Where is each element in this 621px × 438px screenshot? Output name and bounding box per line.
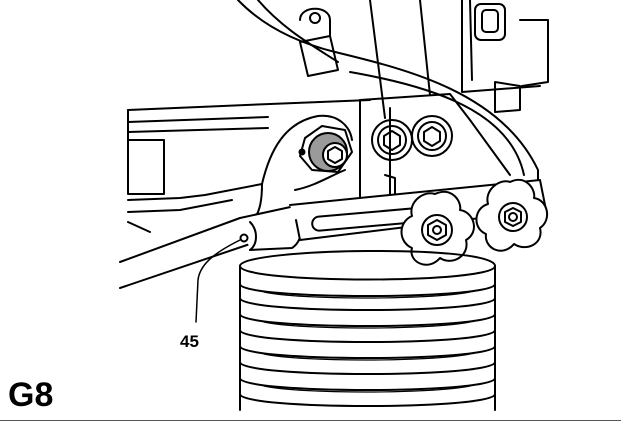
torsion-spring xyxy=(239,250,496,411)
bottom-rule xyxy=(0,420,621,421)
cable xyxy=(237,0,539,186)
callout-leader-45 xyxy=(195,239,241,323)
plate-bolt-right xyxy=(411,115,453,157)
wrench xyxy=(119,114,353,289)
star-knob-right xyxy=(475,179,549,252)
figure-id: G8 xyxy=(8,376,54,414)
upper-bracket xyxy=(369,0,549,119)
star-knob-left xyxy=(400,191,475,266)
frame-rails xyxy=(127,99,371,233)
plate-bolt-left xyxy=(371,119,413,161)
hex-nut xyxy=(298,125,353,173)
callout-45: 45 xyxy=(180,332,199,351)
